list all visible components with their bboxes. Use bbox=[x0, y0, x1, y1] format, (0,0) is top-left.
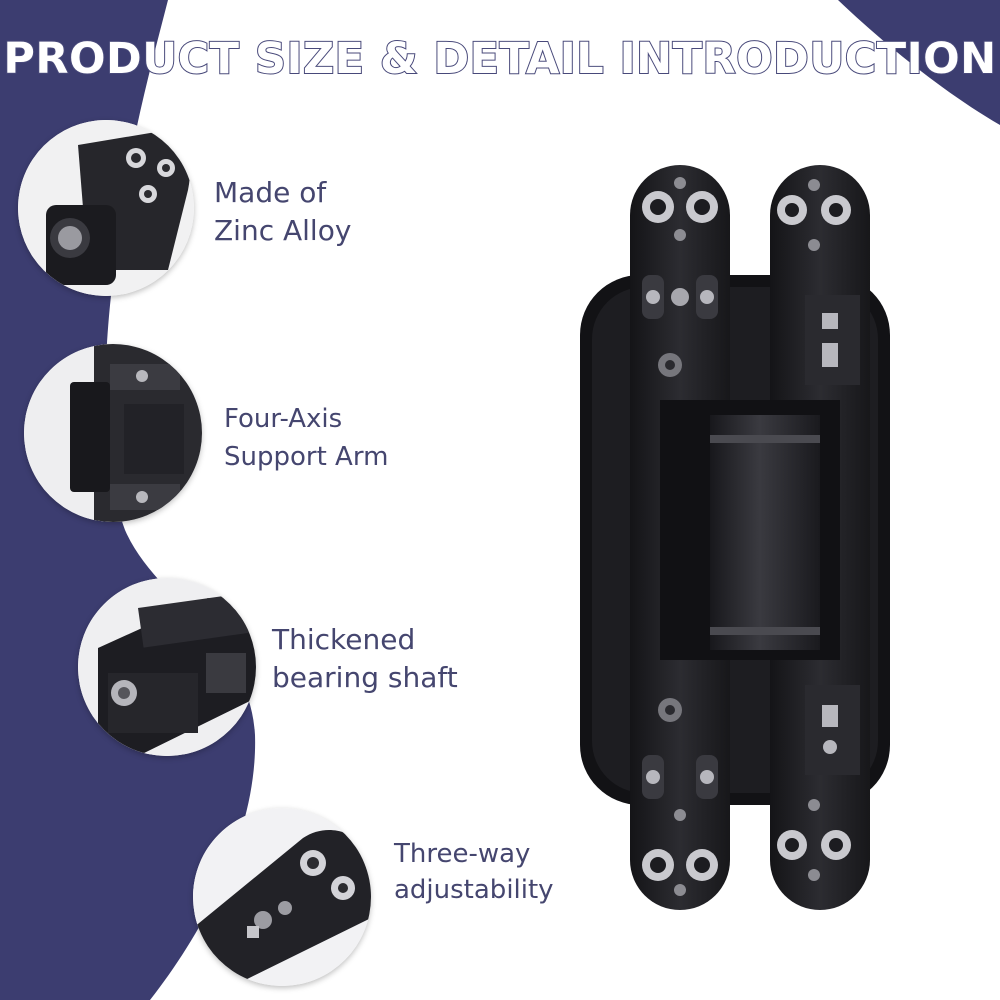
feature-label-adjustability: Three-way adjustability bbox=[394, 836, 554, 908]
feature-line-2: adjustability bbox=[394, 875, 554, 905]
feature-line-1: Three-way bbox=[394, 839, 531, 869]
support-arm-detail-image bbox=[24, 344, 202, 522]
feature-line-1: Made of bbox=[214, 176, 327, 209]
adjustability-detail-image bbox=[193, 808, 371, 986]
feature-label-bearing-shaft: Thickened bearing shaft bbox=[272, 621, 458, 697]
concealed-hinge-product-image bbox=[580, 165, 890, 910]
bearing-shaft-detail-image bbox=[78, 578, 256, 756]
feature-line-2: bearing shaft bbox=[272, 661, 458, 694]
feature-line-2: Support Arm bbox=[224, 442, 389, 472]
feature-line-2: Zinc Alloy bbox=[214, 214, 352, 247]
feature-line-1: Thickened bbox=[272, 623, 416, 656]
feature-label-zinc-alloy: Made of Zinc Alloy bbox=[214, 174, 351, 250]
page-title: PRODUCT SIZE & DETAIL INTRODUCTION bbox=[2, 33, 997, 85]
feature-line-1: Four-Axis bbox=[224, 404, 343, 434]
zinc-alloy-detail-image bbox=[18, 120, 194, 296]
feature-label-support-arm: Four-Axis Support Arm bbox=[224, 400, 388, 476]
